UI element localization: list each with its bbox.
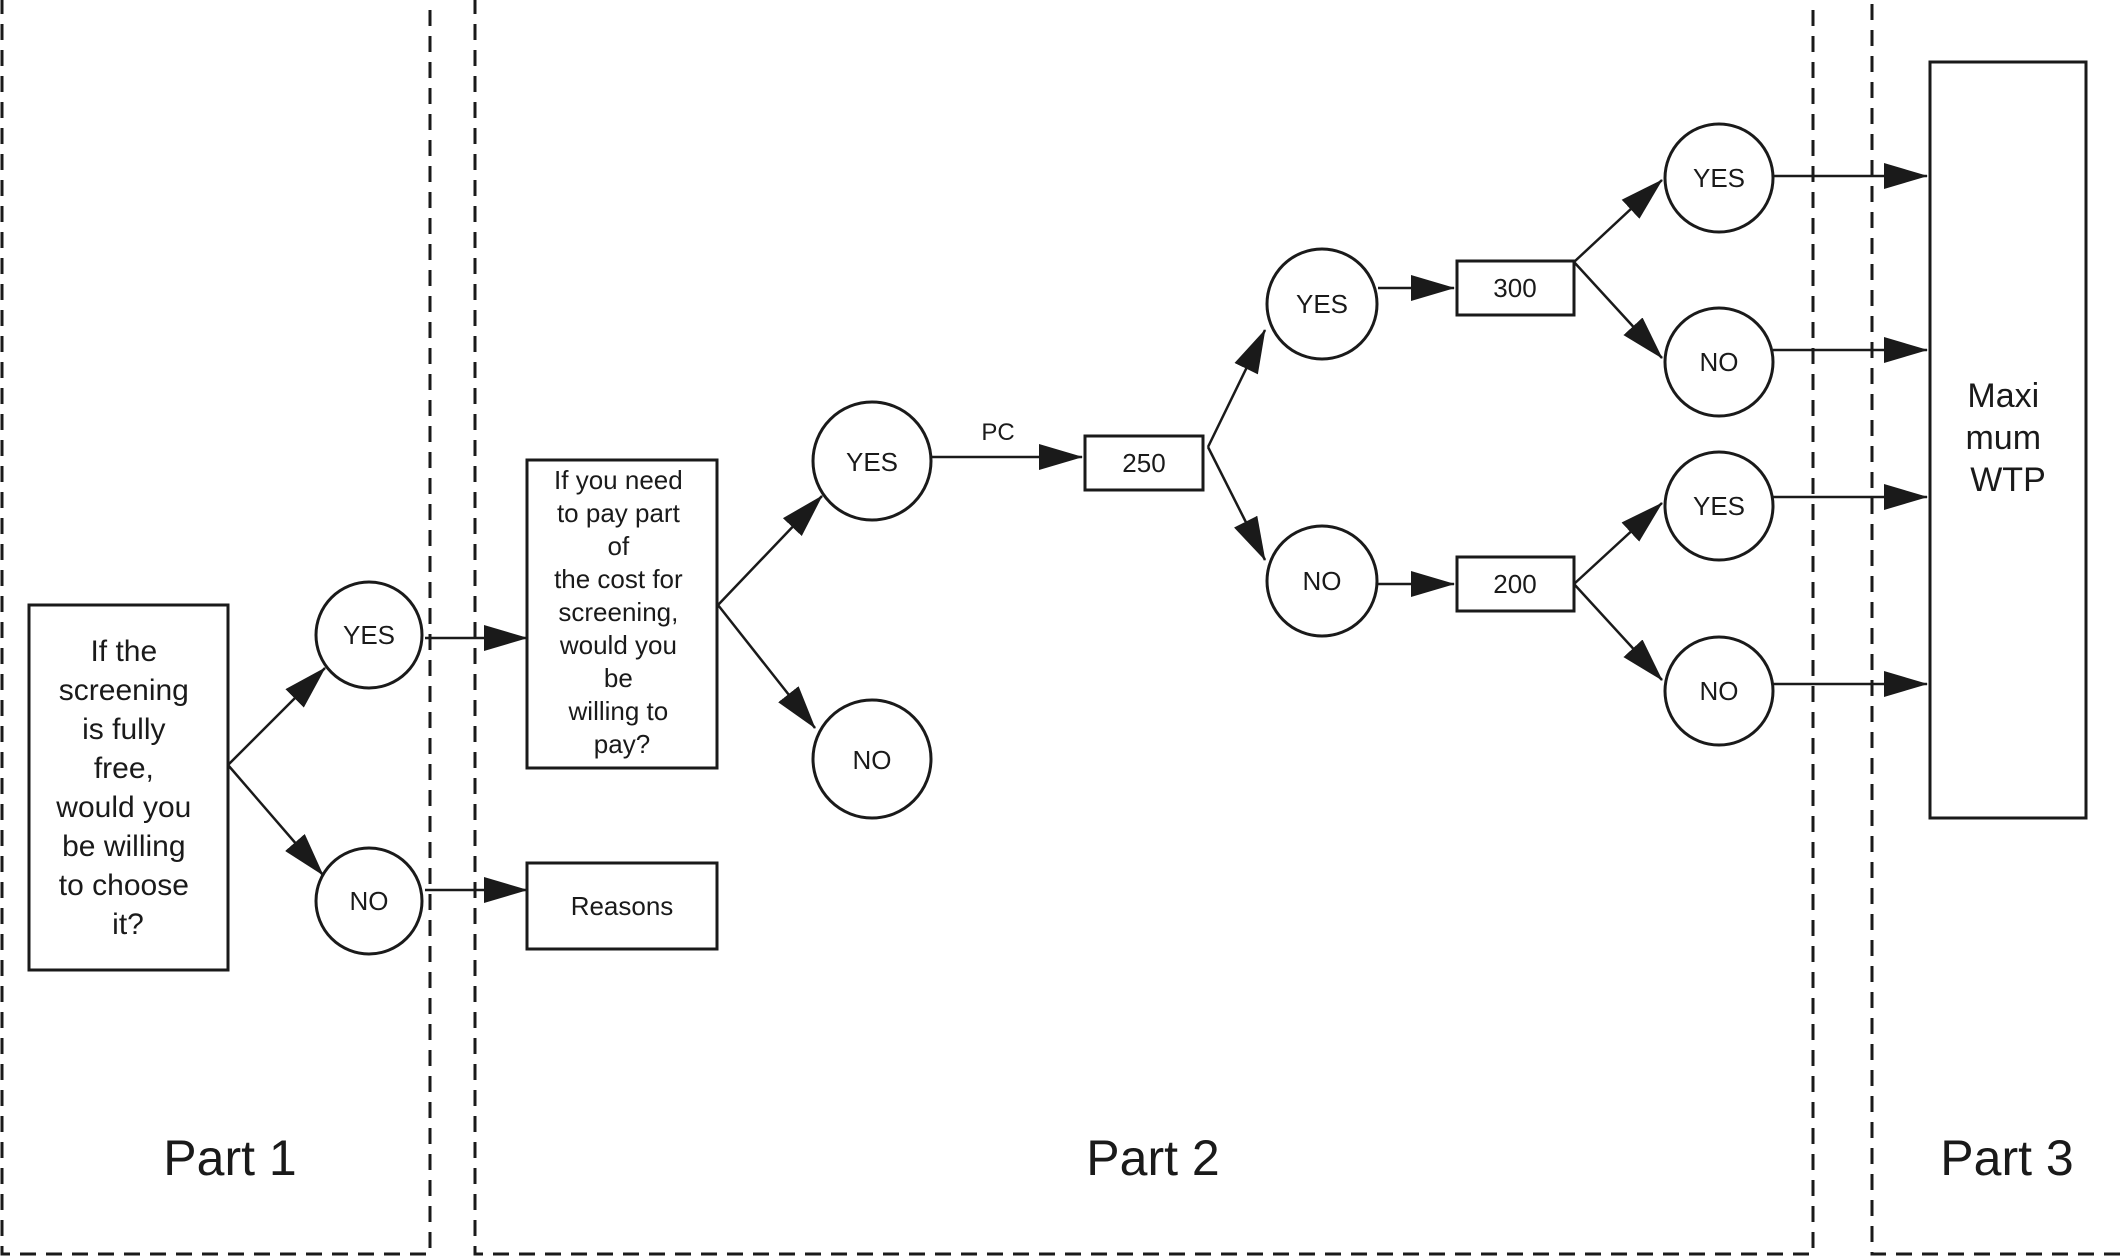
q1-yes-node: YES bbox=[314, 580, 424, 690]
svg-text:YES: YES bbox=[1693, 163, 1745, 193]
edge-q2-no bbox=[717, 604, 816, 729]
svg-text:NO: NO bbox=[853, 745, 892, 775]
bid200-no-node: NO bbox=[1663, 635, 1775, 747]
svg-text:300: 300 bbox=[1493, 273, 1536, 303]
edge-200-yes bbox=[1573, 502, 1663, 585]
edge-300-no bbox=[1573, 261, 1663, 359]
reasons-box: Reasons bbox=[525, 861, 719, 951]
edge-200-no bbox=[1573, 583, 1663, 681]
svg-text:YES: YES bbox=[1296, 289, 1348, 319]
part2-label: Part 2 bbox=[1086, 1130, 1219, 1186]
question1-text: If the screening is fully free, would yo… bbox=[55, 635, 199, 941]
max-wtp-text: Maxi mum WTP bbox=[1965, 377, 2050, 499]
question2-box: If you need to pay part of the cost for … bbox=[525, 458, 719, 770]
bid300-yes-node: YES bbox=[1663, 122, 1775, 234]
edge-q1-yes bbox=[227, 667, 326, 766]
edge-250-yes bbox=[1206, 329, 1267, 448]
max-wtp-box: Maxi mum WTP bbox=[1928, 60, 2088, 820]
part3-frame bbox=[1870, 0, 2128, 1256]
edge-q2-yes bbox=[717, 495, 823, 606]
svg-text:YES: YES bbox=[1693, 491, 1745, 521]
edges bbox=[227, 163, 1928, 903]
question2-text: If you need to pay part of the cost for … bbox=[554, 465, 690, 759]
part2-frame bbox=[473, 0, 1815, 1256]
svg-text:250: 250 bbox=[1122, 448, 1165, 478]
svg-text:NO: NO bbox=[350, 886, 389, 916]
part1-frame bbox=[0, 0, 432, 1256]
edge-300-yes bbox=[1573, 179, 1663, 263]
q2-no-node: NO bbox=[811, 698, 933, 820]
bid-200-box: 200 bbox=[1455, 555, 1576, 613]
question1-box: If the screening is fully free, would yo… bbox=[27, 603, 230, 972]
part1-label: Part 1 bbox=[163, 1130, 296, 1186]
svg-text:NO: NO bbox=[1303, 566, 1342, 596]
reasons-text: Reasons bbox=[571, 891, 674, 921]
q2-yes-node: YES bbox=[811, 400, 933, 522]
bid200-yes-node: YES bbox=[1663, 450, 1775, 562]
svg-text:NO: NO bbox=[1700, 347, 1739, 377]
bid250-yes-node: YES bbox=[1265, 247, 1379, 361]
bid-300-box: 300 bbox=[1455, 259, 1576, 317]
bid300-no-node: NO bbox=[1663, 306, 1775, 418]
q1-no-node: NO bbox=[314, 846, 424, 956]
bid250-no-node: NO bbox=[1265, 524, 1379, 638]
pc-label: PC bbox=[981, 419, 1014, 446]
edge-250-no bbox=[1206, 446, 1267, 561]
svg-text:NO: NO bbox=[1700, 676, 1739, 706]
edge-q1-no bbox=[227, 764, 324, 876]
bid-250-box: 250 bbox=[1083, 434, 1205, 492]
svg-text:YES: YES bbox=[343, 620, 395, 650]
svg-text:YES: YES bbox=[846, 447, 898, 477]
part3-label: Part 3 bbox=[1940, 1130, 2073, 1186]
svg-text:200: 200 bbox=[1493, 569, 1536, 599]
